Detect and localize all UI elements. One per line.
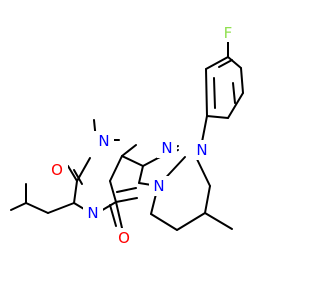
pyrimidinedione-ring <box>10 119 138 229</box>
tetrahydropyrimidine-ring <box>150 154 233 231</box>
fluorophenyl-ring <box>205 41 244 119</box>
molecule-canvas: F N N N N N O O <box>10 22 244 248</box>
o-top-label: O <box>51 161 63 179</box>
structure-diagram: F N N N N N O O <box>10 22 244 248</box>
atom-labels: F N N N N N O O <box>48 22 238 248</box>
n9-label: N <box>196 141 207 159</box>
aryl-n-bond <box>201 115 208 143</box>
o-bottom-label: O <box>118 229 130 247</box>
n7-label: N <box>161 139 172 157</box>
n-ring-label: N <box>153 177 164 195</box>
n1-label: N <box>98 132 109 150</box>
fluorine-label: F <box>224 24 233 42</box>
n3-label: N <box>87 204 98 222</box>
